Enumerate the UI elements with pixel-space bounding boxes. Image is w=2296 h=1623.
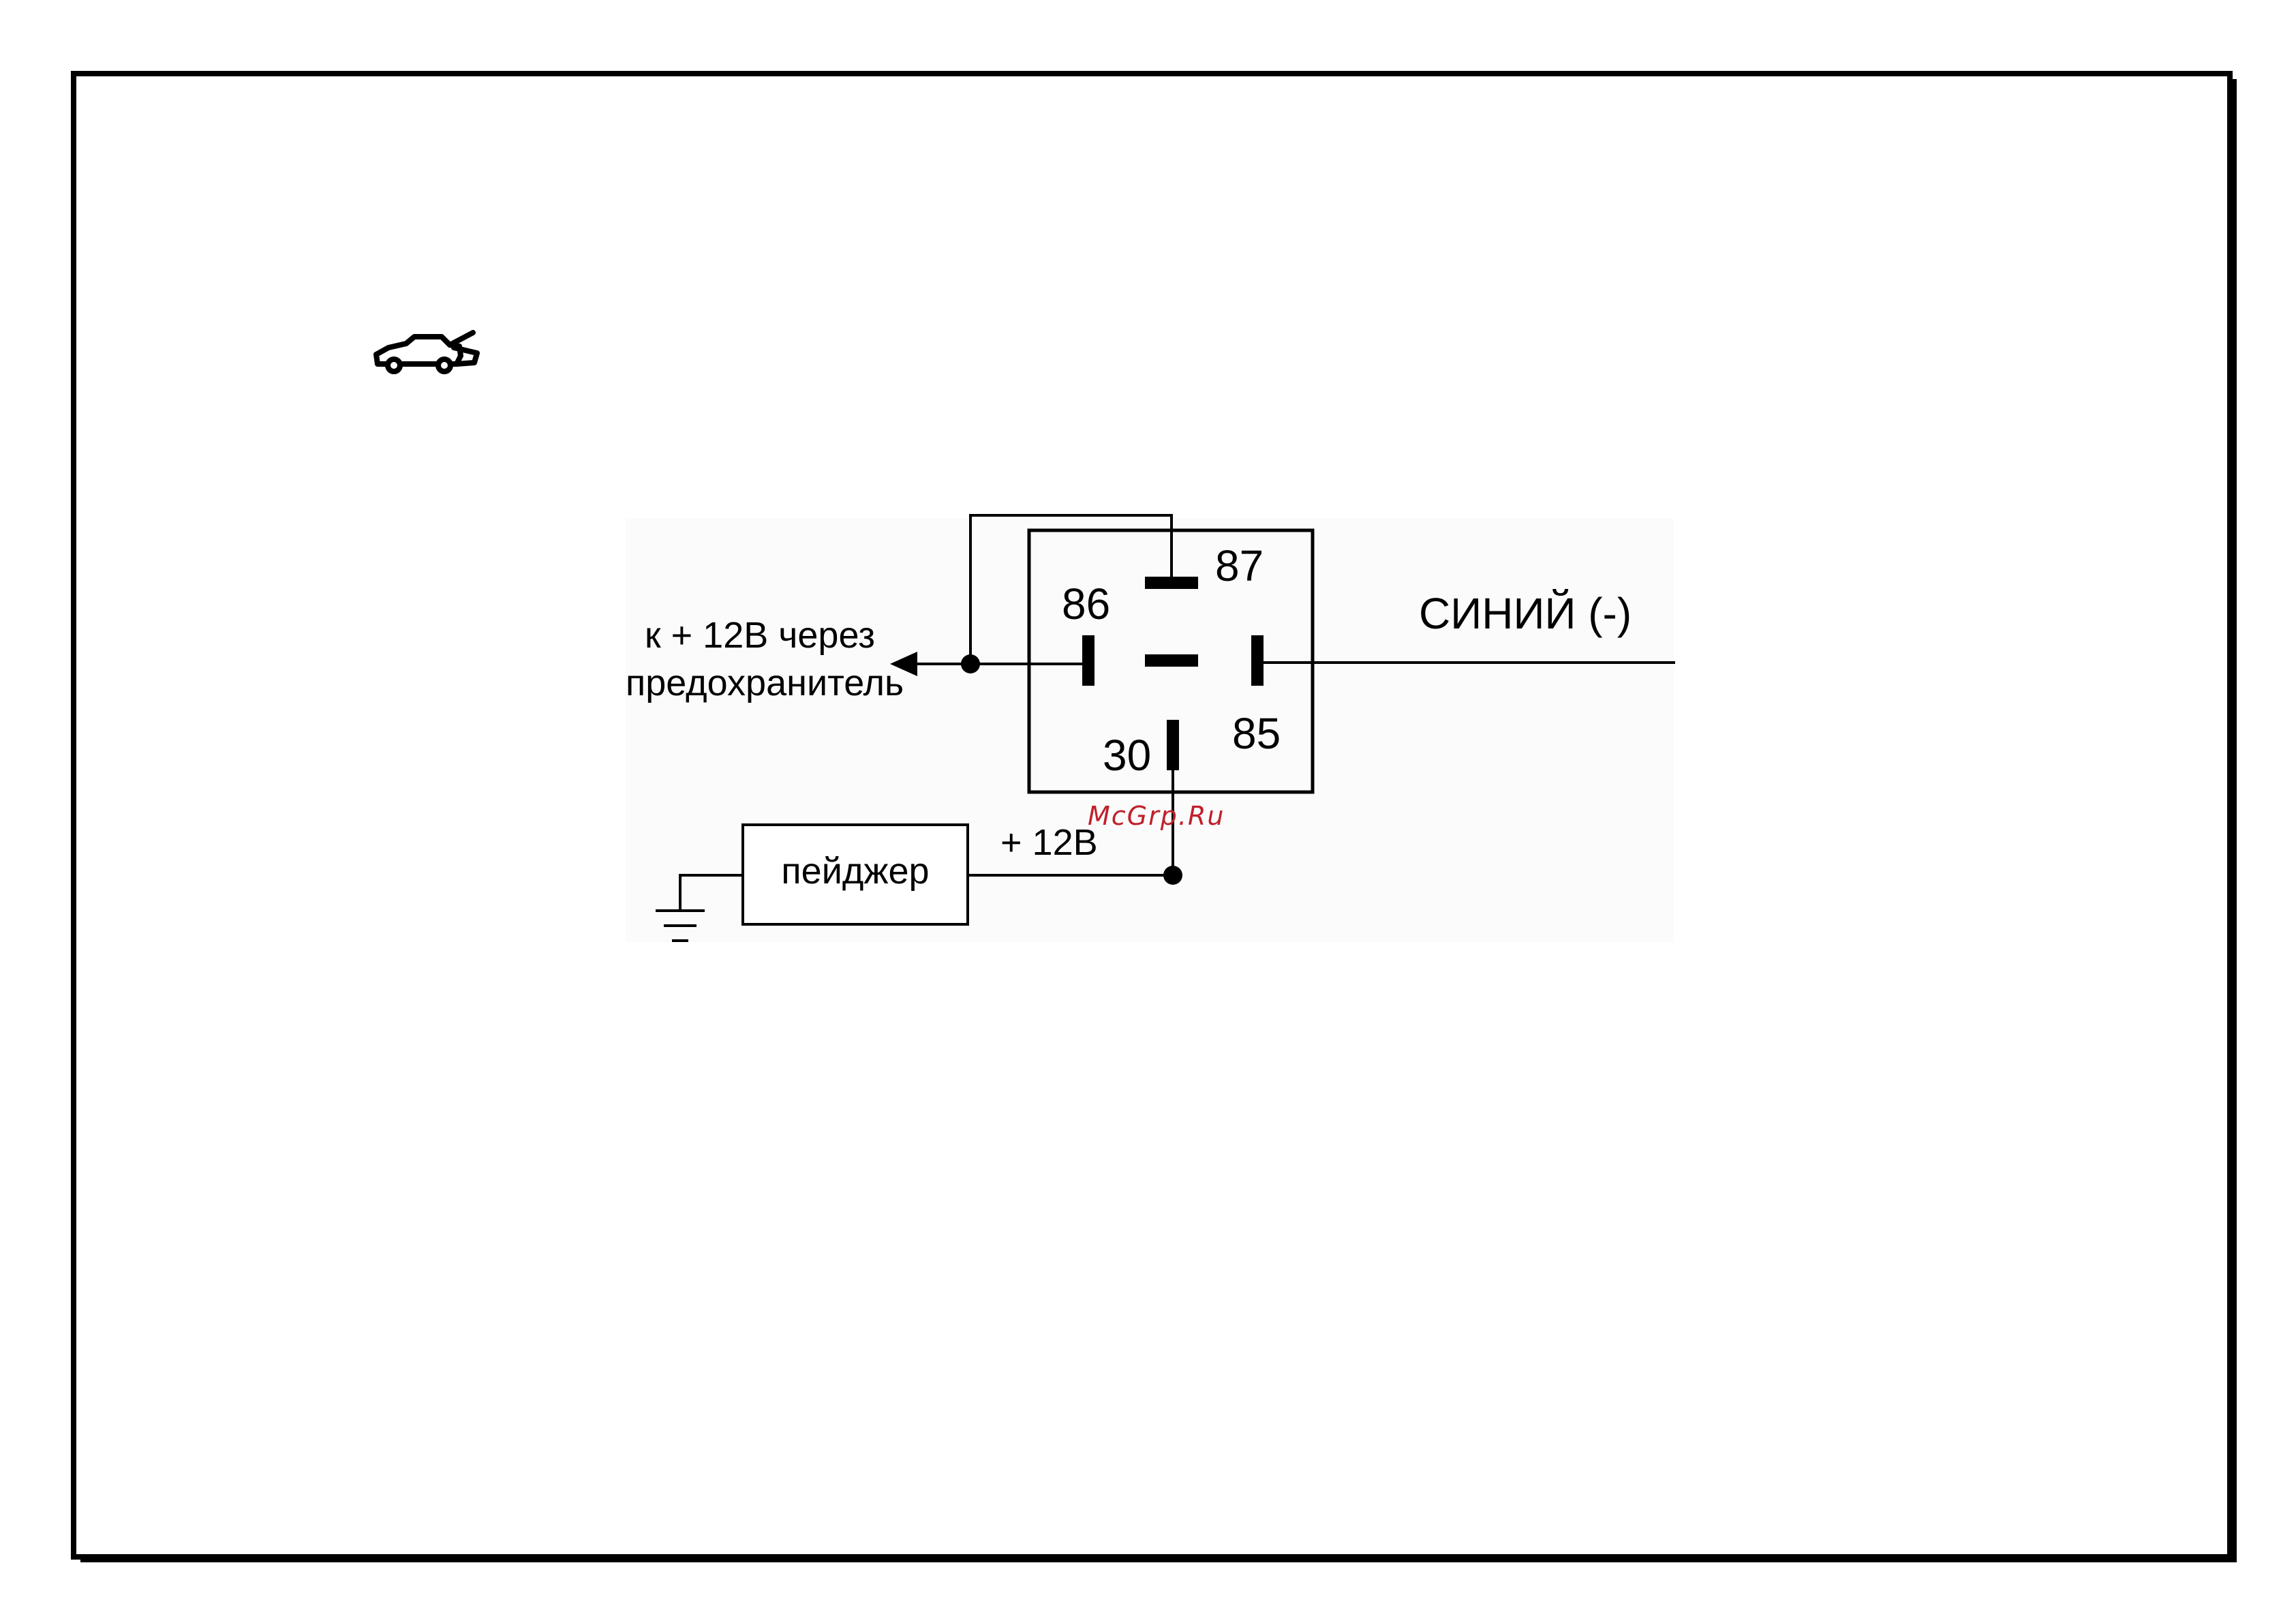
pin-86-label: 86: [1062, 579, 1110, 628]
junction-86: [961, 654, 980, 673]
pin-85-label: 85: [1232, 709, 1281, 758]
pin-30-label: 30: [1103, 731, 1151, 780]
contact-87: [1145, 577, 1198, 589]
blue-wire-label: СИНИЙ (-): [1419, 588, 1632, 638]
junction-30: [1163, 866, 1182, 885]
supply-label-line1: к + 12В через: [645, 615, 875, 656]
watermark: McGrp.Ru: [1088, 801, 1225, 831]
pager-supply-label: + 12В: [1000, 822, 1098, 863]
supply-label-line2: предохранитель: [626, 663, 904, 703]
pager-label: пейджер: [781, 851, 929, 892]
contact-85: [1251, 635, 1264, 686]
pin-87-label: 87: [1215, 541, 1264, 590]
contact-center: [1145, 654, 1198, 667]
contact-86: [1082, 635, 1095, 686]
contact-30: [1167, 720, 1179, 770]
